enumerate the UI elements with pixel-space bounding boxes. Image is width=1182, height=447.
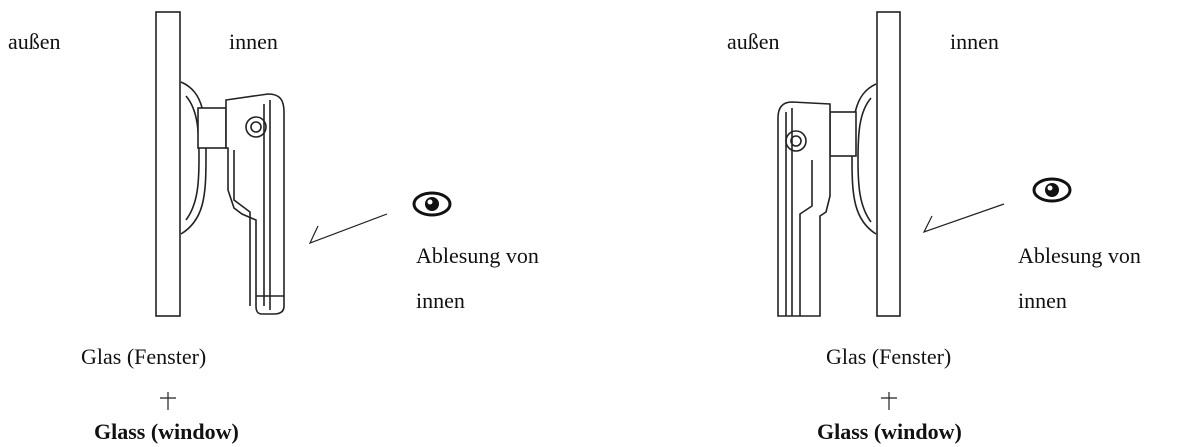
reading-arrow [308, 213, 388, 245]
glass-label-de: Glas (Fenster) [826, 344, 952, 369]
left-panel [155, 11, 388, 410]
glass-pane [876, 11, 901, 317]
eye-icon [412, 191, 452, 217]
outside-label: außen [727, 29, 780, 54]
glass-pane [155, 11, 181, 317]
right-panel [777, 11, 1005, 410]
reading-label-line2: innen [1018, 288, 1067, 313]
eye-icon [1032, 177, 1072, 203]
clamp-block [829, 111, 857, 157]
glass-label-en: Glass (window) [94, 419, 239, 444]
reading-label-line2: innen [416, 288, 465, 313]
glass-label-de: Glas (Fenster) [81, 344, 207, 369]
glass-label-en: Glass (window) [817, 419, 962, 444]
suction-cup [180, 81, 207, 235]
glass-pointer [160, 392, 176, 410]
inside-label: innen [950, 29, 999, 54]
reading-arrow [922, 203, 1005, 234]
outside-label: außen [8, 29, 61, 54]
mount-head [777, 101, 831, 317]
reading-label-line1: Ablesung von [416, 243, 539, 268]
clamp-block [197, 107, 227, 149]
suction-cup [851, 83, 877, 235]
glass-pointer [881, 392, 897, 410]
inside-label: innen [229, 29, 278, 54]
reading-label-line1: Ablesung von [1018, 243, 1141, 268]
